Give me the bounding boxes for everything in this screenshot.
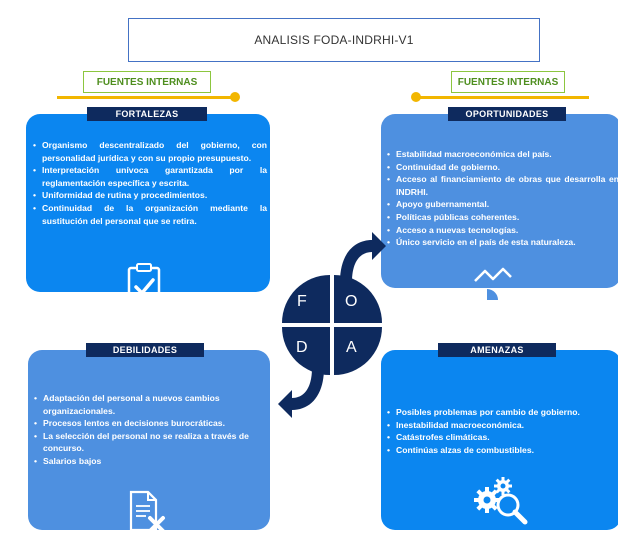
list-item: La selección del personal no se realiza … [34, 430, 266, 455]
gold-dot-left [230, 92, 240, 102]
list-item: Continuidad de la organización mediante … [33, 202, 267, 227]
quadrant-a [334, 327, 382, 375]
gold-line-right [417, 96, 589, 99]
list-item: Catástrofes climáticas. [387, 431, 618, 444]
clipboard-check-icon [127, 263, 161, 305]
arrow-down-left-icon [278, 368, 324, 418]
foda-letter-o: O [345, 293, 358, 310]
amenazas-card: Posibles problemas por cambio de gobiern… [381, 350, 618, 530]
debilidades-list: Adaptación del personal a nuevos cambios… [34, 392, 266, 468]
list-item: Acceso al financiamiento de obras que de… [387, 173, 618, 198]
list-item: Políticas públicas coherentes. [387, 211, 618, 224]
list-item: Posibles problemas por cambio de gobiern… [387, 406, 618, 419]
amenazas-header: AMENAZAS [438, 343, 556, 357]
list-item: Único servicio en el país de esta natura… [387, 236, 618, 249]
gold-dot-right [411, 92, 421, 102]
list-item: Acceso a nuevas tecnologías. [387, 224, 618, 237]
page-title: ANALISIS FODA-INDRHI-V1 [254, 33, 414, 47]
quadrant-f [282, 275, 330, 323]
list-item: Adaptación del personal a nuevos cambios… [34, 392, 266, 417]
list-item: Uniformidad de rutina y procedimientos. [33, 189, 267, 202]
quadrant-o [334, 275, 382, 323]
document-cross-icon [129, 490, 165, 533]
oportunidades-header-label: OPORTUNIDADES [465, 109, 549, 119]
fortalezas-header-label: FORTALEZAS [115, 109, 179, 119]
source-tag-right: FUENTES INTERNAS [451, 71, 565, 93]
list-item: Continúas alzas de combustibles. [387, 444, 618, 457]
title-box: ANALISIS FODA-INDRHI-V1 [128, 18, 540, 62]
list-item: Continuidad de gobierno. [387, 161, 618, 174]
list-item: Apoyo gubernamental. [387, 198, 618, 211]
arrow-up-right-icon [340, 232, 386, 282]
source-tag-left: FUENTES INTERNAS [83, 71, 211, 93]
debilidades-card: Adaptación del personal a nuevos cambios… [28, 350, 270, 533]
oportunidades-list: Estabilidad macroeconómica del país. Con… [387, 148, 618, 249]
source-tag-left-label: FUENTES INTERNAS [96, 76, 198, 88]
analytics-chart-icon [474, 267, 519, 312]
fortalezas-card: Organismo descentralizado del gobierno, … [26, 114, 270, 305]
fortalezas-list: Organismo descentralizado del gobierno, … [33, 139, 267, 227]
debilidades-header-label: DEBILIDADES [112, 345, 178, 355]
source-tag-right-label: FUENTES INTERNAS [457, 76, 559, 88]
foda-letter-a: A [346, 339, 357, 356]
amenazas-list: Posibles problemas por cambio de gobiern… [387, 406, 618, 456]
foda-letter-d: D [296, 339, 308, 356]
gears-magnifier-icon [474, 477, 528, 525]
list-item: Estabilidad macroeconómica del país. [387, 148, 618, 161]
gold-line-left [57, 96, 235, 99]
debilidades-header: DEBILIDADES [86, 343, 204, 357]
fortalezas-header: FORTALEZAS [87, 107, 207, 121]
foda-letter-f: F [297, 293, 307, 310]
list-item: Salarios bajos [34, 455, 266, 468]
list-item: Procesos lentos en decisiones burocrátic… [34, 417, 266, 430]
amenazas-header-label: AMENAZAS [470, 345, 524, 355]
quadrant-d [282, 327, 330, 375]
oportunidades-header: OPORTUNIDADES [448, 107, 566, 121]
list-item: Interpretación unívoca garantizada por l… [33, 164, 267, 189]
oportunidades-card: Estabilidad macroeconómica del país. Con… [381, 114, 618, 312]
foda-center-diagram [278, 232, 386, 418]
list-item: Inestabilidad macroeconómica. [387, 419, 618, 432]
list-item: Organismo descentralizado del gobierno, … [33, 139, 267, 164]
